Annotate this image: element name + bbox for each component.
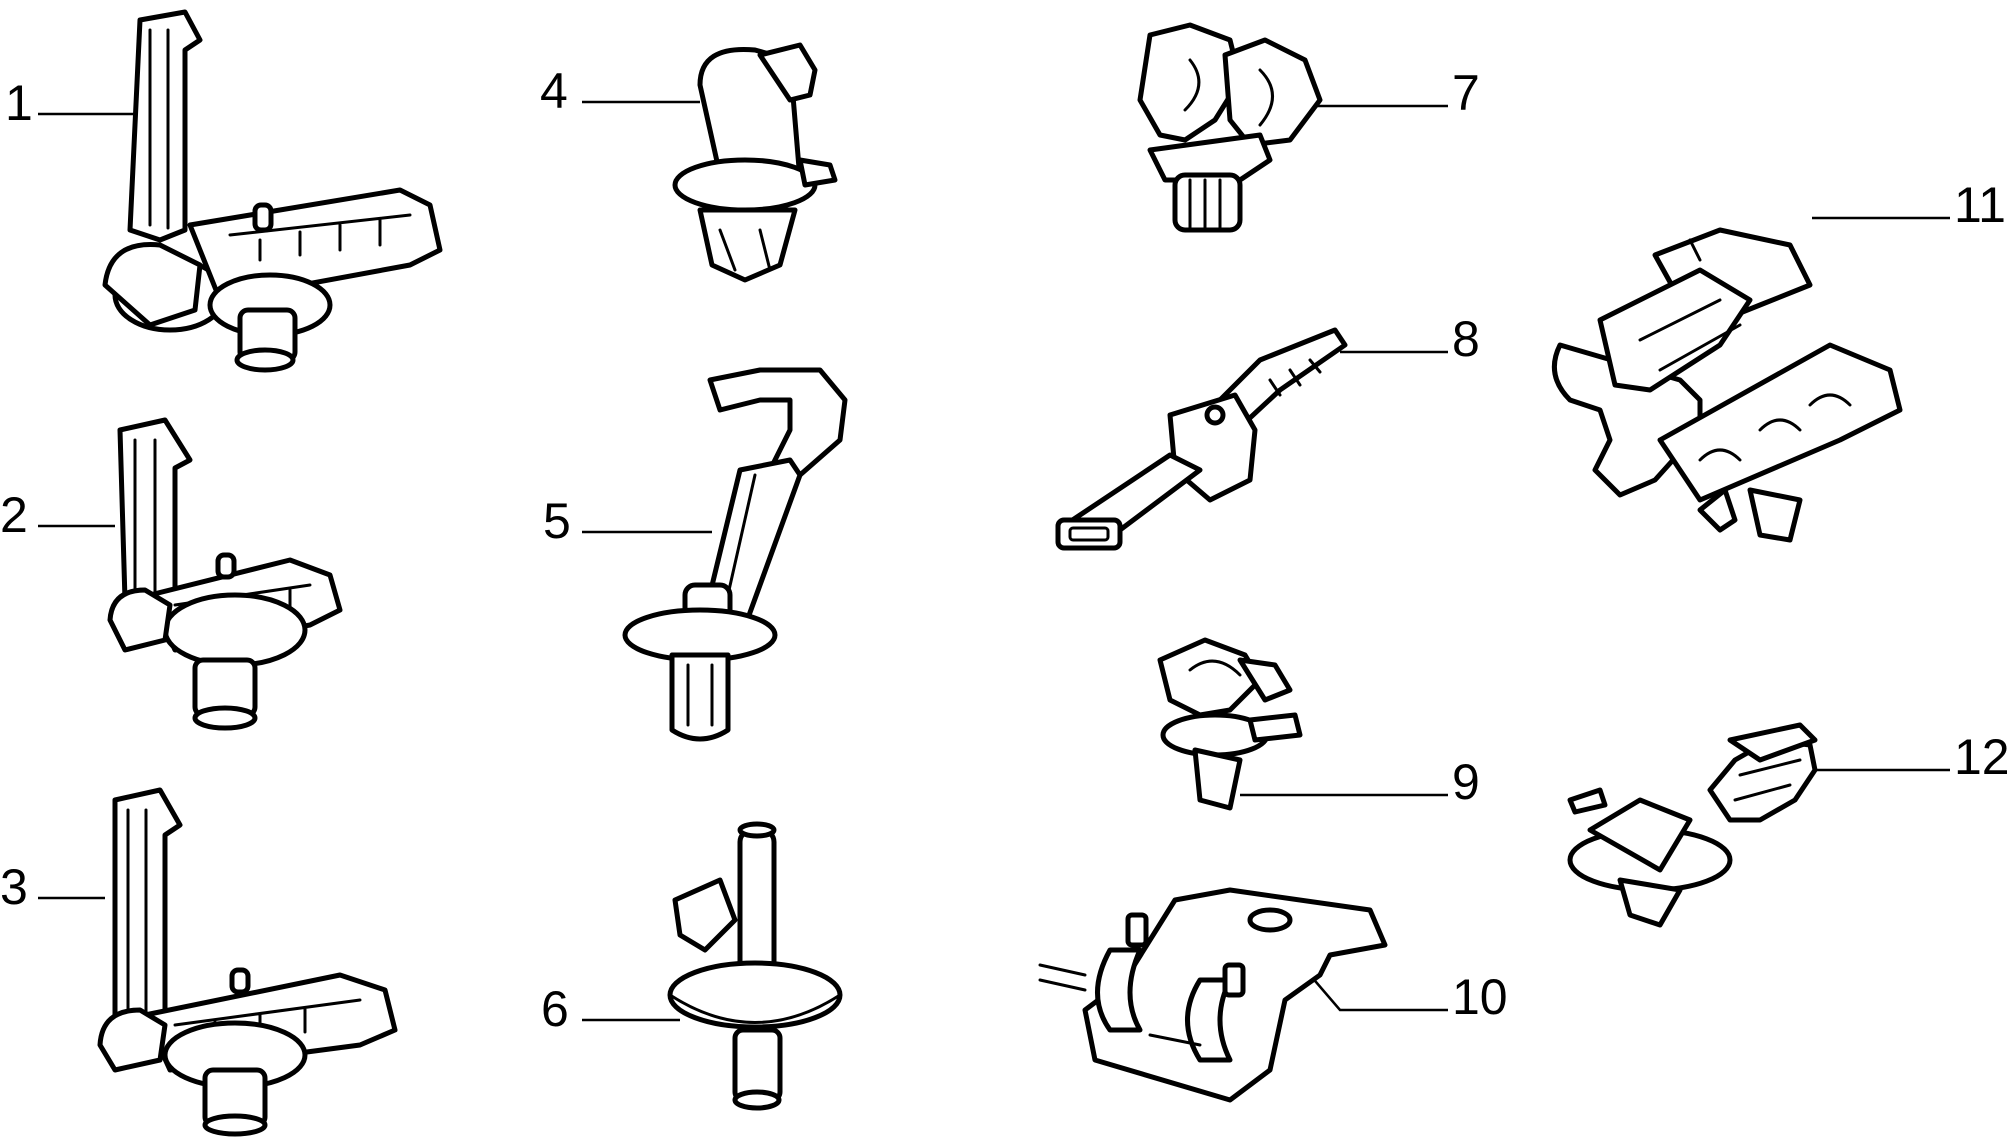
callout-11: 11	[1954, 177, 2006, 233]
part-12-clip	[1567, 722, 1818, 928]
callout-5: 5	[543, 493, 571, 549]
callout-6: 6	[541, 981, 569, 1037]
callout-8: 8	[1452, 311, 1480, 367]
leader-10	[1309, 974, 1448, 1012]
callout-10: 10	[1452, 969, 1508, 1025]
callout-12: 12	[1954, 729, 2007, 785]
part-7-double-clip	[1137, 22, 1323, 233]
part-9-small-clip	[1157, 637, 1303, 811]
part-2-harness-clip	[107, 417, 343, 731]
part-11-multi-clip	[1551, 227, 1903, 543]
part-4-strap-clip	[672, 42, 838, 283]
part-8-cable-tie	[1055, 327, 1348, 551]
part-1-harness-clip	[102, 9, 443, 373]
part-3-harness-clip	[97, 787, 398, 1137]
part-5-support	[622, 367, 848, 742]
part-10-bracket	[1038, 887, 1388, 1103]
callout-7: 7	[1452, 65, 1480, 121]
part-6-pin-fastener	[667, 821, 843, 1111]
callout-4: 4	[540, 63, 568, 119]
callout-2: 2	[0, 487, 28, 543]
callout-9: 9	[1452, 754, 1480, 810]
callout-3: 3	[0, 859, 28, 915]
callout-1: 1	[5, 75, 33, 131]
